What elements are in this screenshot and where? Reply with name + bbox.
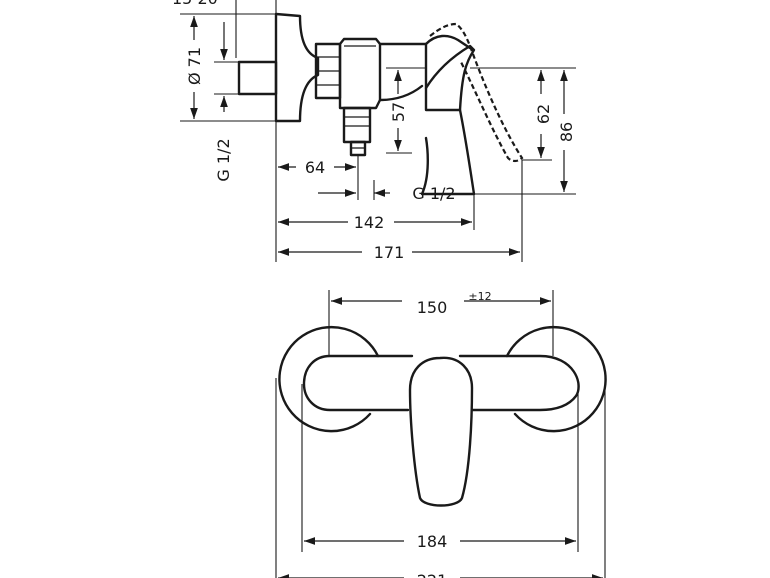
left-escutcheon [278,325,380,433]
right-escutcheon [505,325,607,433]
thread-horizontal-label: G 1/2 [412,184,455,203]
lever-handle-alternate [429,22,524,163]
hex-nut [314,42,342,100]
dim-86: 86 [557,122,576,142]
side-view: 15 20 Ø 71 G 1/2 57 62 86 [172,0,576,262]
front-view: 150 ±12 184 221 [275,290,607,578]
dim-150: 150 [417,298,448,317]
top-cut-label: 15 20 [172,0,218,8]
wall-connector [237,60,278,96]
dim-184: 184 [417,532,448,551]
dim-64: 64 [305,158,325,177]
thread-vertical-label: G 1/2 [214,138,233,181]
outlet-spout [342,106,372,157]
dim-62: 62 [534,104,553,124]
mixer-body-front [302,354,580,412]
mixer-body [420,42,476,196]
diameter-label: Ø 71 [185,47,204,85]
dim-142: 142 [354,213,385,232]
wall-flange [274,12,320,123]
dim-221: 221 [417,571,448,578]
lever-handle-front [408,356,474,507]
lever-handle [424,44,476,112]
valve-body [338,37,382,110]
dim-171: 171 [374,243,405,262]
dim-57: 57 [389,102,408,122]
tolerance-label: ±12 [468,290,491,303]
